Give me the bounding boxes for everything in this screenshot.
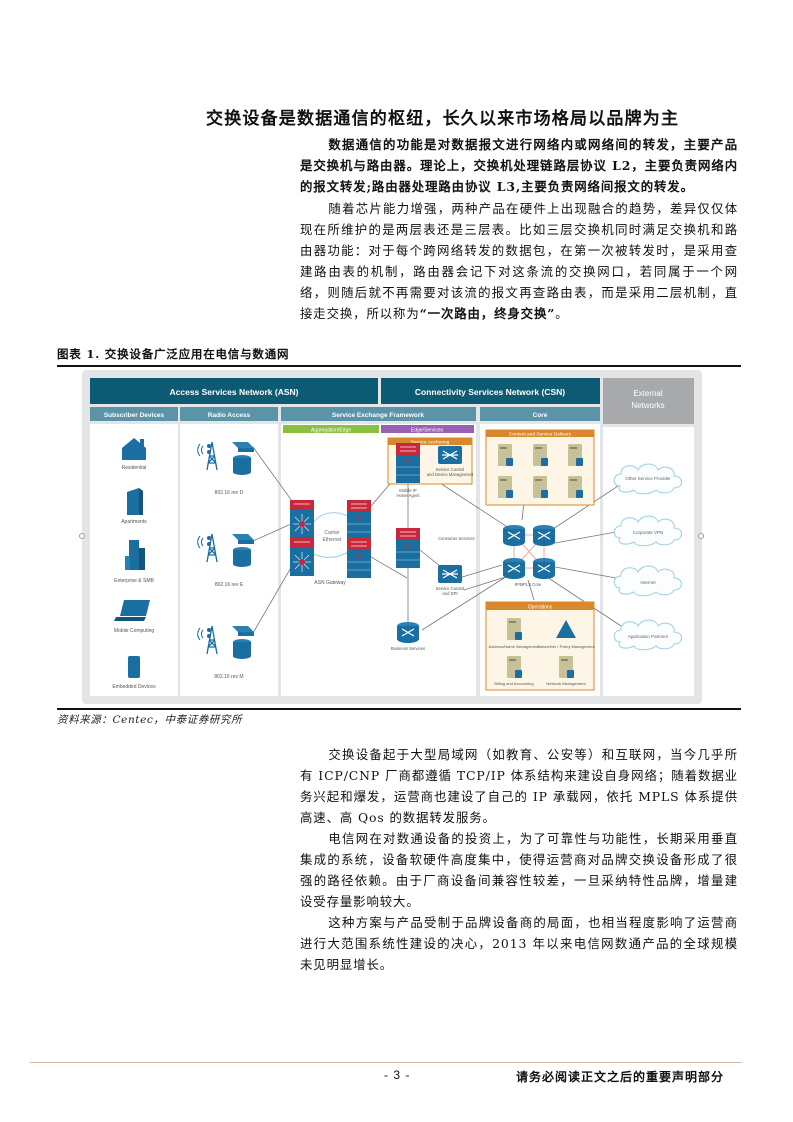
header-asn: Access Services Network (ASN) <box>170 387 299 397</box>
asn-gateway-switch-icon <box>289 499 315 539</box>
label-asn-gateway: ASN Gateway <box>314 580 346 586</box>
external-corporate-vpn: Corporate VPN <box>633 530 664 535</box>
label-ethernet: Ethernet <box>323 537 343 543</box>
label-sc-device-2: and Device Management <box>427 472 474 477</box>
paragraph-1-end: 。 <box>555 306 569 321</box>
core-router-icon <box>532 557 556 580</box>
paragraph-1-text: 随着芯片能力增强，两种产品在硬件上出现融合的趋势，差异仅仅体现在所维护的是两层表… <box>300 201 738 321</box>
label-sc-dpi-1: Service Control <box>436 586 465 591</box>
right-scroll-handle[interactable] <box>698 533 704 539</box>
label-mobile-ip: Mobile IP <box>399 488 417 493</box>
policy-icon <box>556 620 576 638</box>
header-core: Core <box>533 412 548 419</box>
figure-bottom-rule <box>57 708 741 710</box>
core-router-icon <box>502 524 526 547</box>
asn-gw-icon <box>346 537 372 579</box>
section-title: 交换设备是数据通信的枢纽，长久以来市场格局以品牌为主 <box>206 109 680 129</box>
apartments-icon <box>127 488 143 515</box>
embedded-device-icon <box>128 656 140 678</box>
ops-server-icon <box>507 618 522 640</box>
ops-subscriber: Subscriber / Policy Management <box>537 644 595 649</box>
core-router-icon <box>502 557 526 580</box>
home-agent-icon <box>395 442 421 484</box>
lead-paragraph: 数据通信的功能是对数据报文进行网络内或网络间的转发，主要产品是交换机与路由器。理… <box>300 134 738 197</box>
service-control-icon <box>437 445 463 465</box>
paragraph-3: 电信网在对数通设备的投资上，为了可靠性与功能性，长期采用垂直集成的系统，设备软硬… <box>300 828 738 912</box>
label-aggregation: Aggregation/Edge <box>311 428 351 434</box>
paragraph-4: 这种方案与产品受制于品牌设备商的局面，也相当程度影响了运营商进行大范围系统性建设… <box>300 912 738 975</box>
residential-icon <box>122 438 146 460</box>
header-radio: Radio Access <box>208 412 251 419</box>
label-home-agent: Home Agent <box>396 493 420 498</box>
device-residential: Residential <box>122 465 147 471</box>
label-ip-mpls: IP/MPLS Core <box>515 582 542 587</box>
ops-server-icon <box>507 656 522 678</box>
core-router-icon <box>532 524 556 547</box>
header-csn: Connectivity Services Network (CSN) <box>415 387 565 397</box>
ops-network: Network Management <box>546 681 586 686</box>
ops-server-icon <box>559 656 574 678</box>
header-external-2: Networks <box>631 401 664 410</box>
business-services-router-icon <box>396 621 420 644</box>
asn-gw-icon <box>346 499 372 541</box>
enterprise-icon <box>125 540 145 570</box>
lead-paragraph-text: 数据通信的功能是对数据报文进行网络内或网络间的转发，主要产品是交换机与路由器。理… <box>300 137 738 194</box>
external-app-partners: Application Partners <box>628 634 669 639</box>
page-number: - 3 - <box>384 1068 411 1082</box>
network-diagram: Access Services Network (ASN) Connectivi… <box>79 370 704 704</box>
footer-disclaimer: 请务必阅读正文之后的重要声明部分 <box>516 1070 725 1084</box>
paragraph-1-emphasis: “一次路由，终身交换” <box>419 306 556 321</box>
paragraph-2-text: 交换设备起于大型局域网（如教育、公安等）和互联网，当今几乎所有 ICP/CNP … <box>300 747 738 825</box>
device-apartments: Apartments <box>121 519 147 525</box>
figure-caption: 图表 1. 交换设备广泛应用在电信与数通网 <box>57 347 290 361</box>
external-internet: Internet <box>640 580 656 585</box>
label-sc-dpi-2: and DPI <box>442 591 457 596</box>
label-edge-services: Edge/Services <box>411 428 444 434</box>
paragraph-1: 随着芯片能力增强，两种产品在硬件上出现融合的趋势，差异仅仅体现在所维护的是两层表… <box>300 198 738 324</box>
label-content-delivery: Content and Service Delivery <box>509 432 572 438</box>
header-sef: Service Exchange Framework <box>332 412 425 419</box>
asn-gateway-switch-icon <box>289 537 315 577</box>
label-service-anchoring: Service Anchoring <box>411 440 450 446</box>
header-subscriber: Subscriber Devices <box>104 412 165 419</box>
radio-rev-d: 802.16 rev D <box>215 490 244 496</box>
radio-rev-e: 802.16 rev E <box>215 582 244 588</box>
label-consumer-services: Consumer Services <box>438 536 475 541</box>
external-other-sp: Other Service Provider <box>625 476 671 481</box>
consumer-services-icon <box>395 527 421 569</box>
label-operations: Operations <box>528 605 553 611</box>
label-sc-device-1: Service Control <box>436 467 465 472</box>
core-mesh <box>513 534 545 569</box>
dpi-icon <box>437 564 463 584</box>
label-business-services: Business Services <box>391 646 425 651</box>
device-mobile: Mobile Computing <box>114 628 155 634</box>
left-scroll-handle[interactable] <box>79 533 85 539</box>
paragraph-4-text: 这种方案与产品受制于品牌设备商的局面，也相当程度影响了运营商进行大范围系统性建设… <box>300 915 738 972</box>
radio-rev-m: 802.16 rev M <box>214 674 243 680</box>
label-carrier: Carrier <box>324 530 340 536</box>
laptop-icon <box>114 600 150 621</box>
device-embedded: Embedded Devices <box>112 684 156 690</box>
footer-rule <box>30 1062 742 1063</box>
ops-address: Address/Name Management <box>489 644 541 649</box>
device-enterprise: Enterprise & SMB <box>114 578 154 584</box>
figure-top-rule <box>57 365 741 367</box>
header-external-1: External <box>633 389 663 398</box>
figure-source: 资料来源：Centec，中泰证券研究所 <box>57 714 243 726</box>
paragraph-3-text: 电信网在对数通设备的投资上，为了可靠性与功能性，长期采用垂直集成的系统，设备软硬… <box>300 831 738 909</box>
ops-billing: Billing and Accounting <box>494 681 533 686</box>
paragraph-2: 交换设备起于大型局域网（如教育、公安等）和互联网，当今几乎所有 ICP/CNP … <box>300 744 738 828</box>
